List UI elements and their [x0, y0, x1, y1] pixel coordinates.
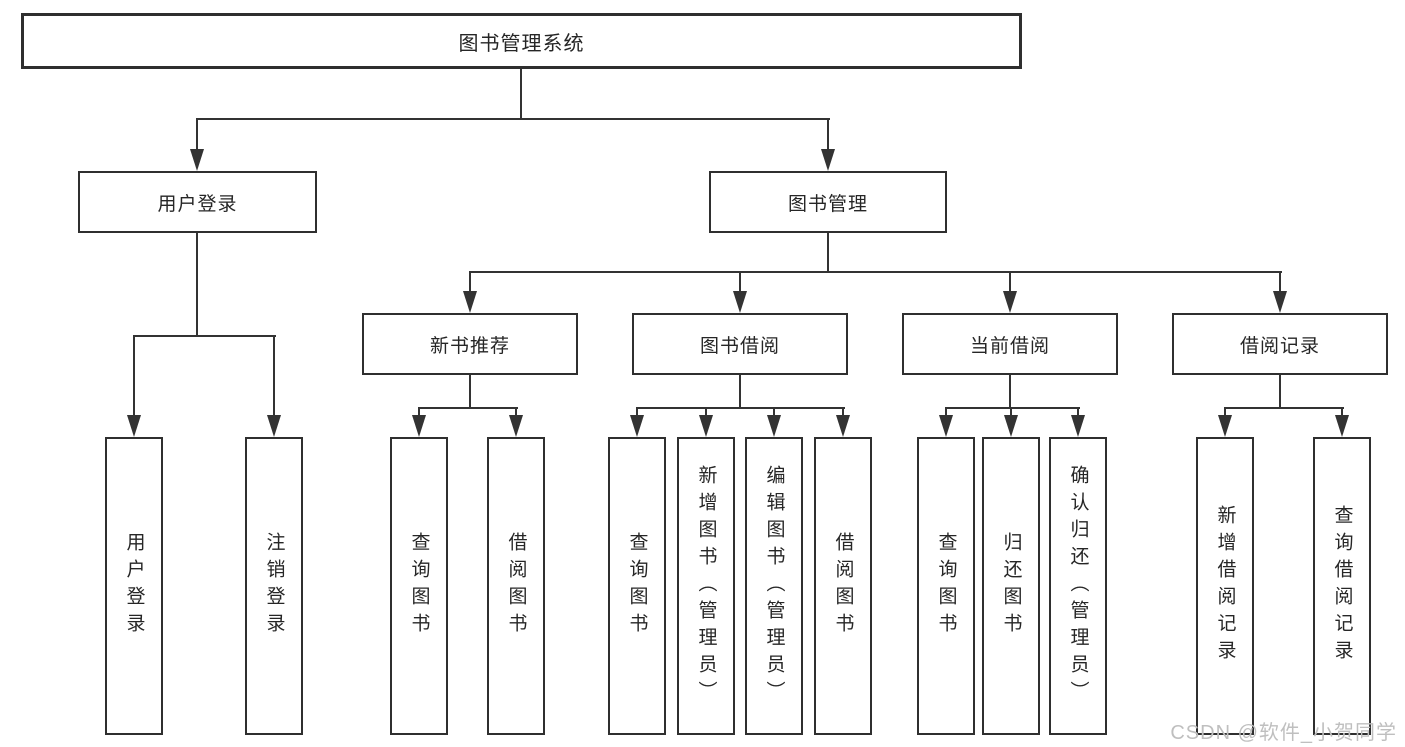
node-current-borrow: 当前借阅 — [902, 313, 1118, 375]
connector-line — [636, 407, 638, 419]
connector-line — [1341, 407, 1343, 419]
connector-line — [418, 407, 420, 419]
leaf-label: 新增图书（管理员） — [695, 464, 717, 708]
connector-line — [196, 118, 830, 120]
node-label: 图书管理 — [787, 193, 868, 215]
node-borrow-records: 借阅记录 — [1172, 313, 1388, 375]
connector-line — [520, 69, 522, 120]
leaf-label: 注销登录 — [263, 532, 285, 640]
connector-line — [1009, 375, 1011, 409]
leaf-query-books-borrow: 查询图书 — [608, 437, 666, 735]
leaf-borrow-books: 借阅图书 — [814, 437, 872, 735]
connector-line — [133, 335, 135, 417]
arrowhead-down — [1004, 415, 1018, 437]
arrowhead-down — [509, 415, 523, 437]
connector-line — [273, 335, 275, 417]
connector-line — [827, 233, 829, 273]
connector-line — [1077, 407, 1079, 419]
connector-line — [469, 375, 471, 409]
leaf-label: 归还图书 — [1000, 532, 1022, 640]
connector-line — [196, 118, 198, 151]
leaf-edit-books-admin: 编辑图书（管理员） — [745, 437, 803, 735]
connector-line — [1010, 407, 1012, 419]
arrowhead-down — [412, 415, 426, 437]
leaf-confirm-return-admin: 确认归还（管理员） — [1049, 437, 1107, 735]
connector-line — [945, 407, 947, 419]
connector-line — [469, 271, 1282, 273]
leaf-return-books: 归还图书 — [982, 437, 1040, 735]
arrowhead-down — [630, 415, 644, 437]
node-root-library-system: 图书管理系统 — [21, 13, 1022, 69]
node-label: 借阅记录 — [1239, 335, 1320, 357]
connector-line — [945, 407, 1080, 409]
connector-line — [133, 335, 276, 337]
node-new-book-recommend: 新书推荐 — [362, 313, 578, 375]
arrowhead-down — [939, 415, 953, 437]
leaf-label: 借阅图书 — [505, 532, 527, 640]
leaf-label: 编辑图书（管理员） — [763, 464, 785, 708]
arrowhead-down — [463, 291, 477, 313]
leaf-logout: 注销登录 — [245, 437, 303, 735]
node-label: 图书管理系统 — [458, 32, 585, 55]
leaf-add-books-admin: 新增图书（管理员） — [677, 437, 735, 735]
connector-line — [1009, 271, 1011, 293]
connector-line — [469, 271, 471, 293]
node-label: 当前借阅 — [969, 335, 1050, 357]
connector-line — [196, 233, 198, 337]
connector-line — [739, 271, 741, 293]
arrowhead-down — [767, 415, 781, 437]
connector-line — [515, 407, 517, 419]
leaf-label: 查询图书 — [935, 532, 957, 640]
leaf-label: 用户登录 — [123, 532, 145, 640]
leaf-label: 新增借阅记录 — [1214, 505, 1236, 667]
connector-line — [1224, 407, 1226, 419]
arrowhead-down — [190, 149, 204, 171]
leaf-query-books-recommend: 查询图书 — [390, 437, 448, 735]
arrowhead-down — [733, 291, 747, 313]
node-label: 用户登录 — [157, 193, 238, 215]
leaf-label: 借阅图书 — [832, 532, 854, 640]
connector-line — [842, 407, 844, 419]
leaf-add-borrow-record: 新增借阅记录 — [1196, 437, 1254, 735]
connector-line — [773, 407, 775, 419]
leaf-label: 查询图书 — [408, 532, 430, 640]
leaf-label: 查询借阅记录 — [1331, 505, 1353, 667]
arrowhead-down — [127, 415, 141, 437]
leaf-label: 确认归还（管理员） — [1067, 464, 1089, 708]
arrowhead-down — [1003, 291, 1017, 313]
arrowhead-down — [1071, 415, 1085, 437]
leaf-borrow-books-recommend: 借阅图书 — [487, 437, 545, 735]
node-label: 新书推荐 — [429, 335, 510, 357]
node-book-borrow: 图书借阅 — [632, 313, 848, 375]
node-user-login: 用户登录 — [78, 171, 317, 233]
leaf-query-borrow-record: 查询借阅记录 — [1313, 437, 1371, 735]
connector-line — [418, 407, 518, 409]
connector-line — [739, 375, 741, 409]
arrowhead-down — [699, 415, 713, 437]
leaf-user-login: 用户登录 — [105, 437, 163, 735]
arrowhead-down — [267, 415, 281, 437]
leaf-query-books-current: 查询图书 — [917, 437, 975, 735]
connector-line — [636, 407, 845, 409]
connector-line — [827, 118, 829, 151]
arrowhead-down — [1273, 291, 1287, 313]
csdn-watermark: CSDN @软件_小贺同学 — [1170, 722, 1397, 744]
node-book-management: 图书管理 — [709, 171, 947, 233]
leaf-label: 查询图书 — [626, 532, 648, 640]
connector-line — [705, 407, 707, 419]
connector-line — [1224, 407, 1344, 409]
arrowhead-down — [821, 149, 835, 171]
arrowhead-down — [1335, 415, 1349, 437]
connector-line — [1279, 271, 1281, 293]
connector-line — [1279, 375, 1281, 409]
arrowhead-down — [836, 415, 850, 437]
arrowhead-down — [1218, 415, 1232, 437]
node-label: 图书借阅 — [699, 335, 780, 357]
